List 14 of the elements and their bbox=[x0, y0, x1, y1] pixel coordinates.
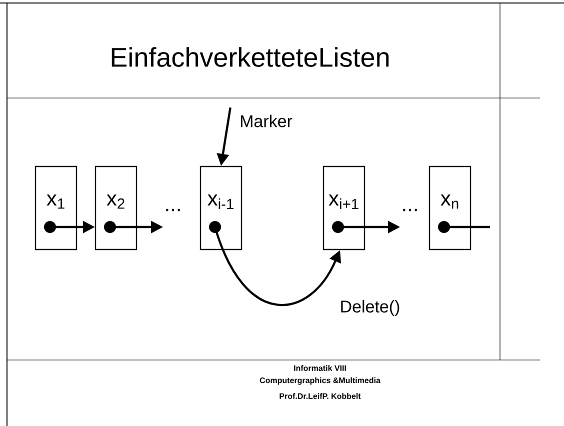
list-element-box: x$_{i-1}$ bbox=[200, 166, 242, 250]
list-element-box: x$_{n}$ bbox=[428, 166, 472, 250]
footer-text: Prof.Dr.LeifP. Kobbelt bbox=[280, 393, 361, 399]
edge-label: Delete() bbox=[338, 299, 402, 317]
title: EinfachverketteteListen bbox=[112, 47, 389, 67]
list-element-box: x$_{i+1}$ bbox=[322, 166, 366, 250]
pointer-arrow bbox=[438, 221, 490, 233]
footer-text: Computergraphics &Multimedia bbox=[260, 377, 380, 385]
ellipsis: ... bbox=[403, 208, 417, 212]
ellipsis: ... bbox=[166, 208, 180, 212]
marker-label: Marker bbox=[240, 114, 292, 128]
list-element-box: x$_{2}$ bbox=[94, 166, 138, 250]
list-element-box: x$_{1}$ bbox=[34, 166, 78, 250]
footer-text: Informatik VIII bbox=[294, 365, 346, 371]
